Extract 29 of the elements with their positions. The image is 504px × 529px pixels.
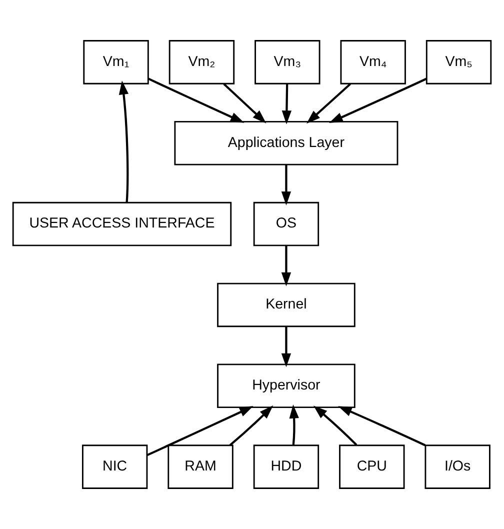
node-box: OS: [253, 202, 320, 246]
arrow: [229, 405, 274, 446]
node-box: I/Os: [424, 444, 490, 489]
arrow: [282, 84, 292, 124]
node-box: RAM: [168, 444, 234, 489]
node-box: USER ACCESS INTERFACE: [12, 202, 232, 246]
arrow: [146, 406, 254, 456]
arrow: [328, 78, 427, 123]
node-box: Vm₃: [254, 40, 320, 84]
node-box: Kernel: [217, 282, 356, 328]
node-box: Vm₄: [340, 40, 406, 84]
arrow: [148, 78, 244, 123]
node-box: Applications Layer: [174, 120, 398, 166]
node-box: Vm₂: [168, 40, 235, 84]
node-box: HDD: [253, 444, 320, 489]
arrow: [118, 80, 129, 202]
arrow: [223, 83, 266, 124]
arrow: [281, 246, 292, 286]
arrow: [281, 164, 292, 206]
arrow: [313, 406, 358, 446]
arrow: [338, 406, 426, 446]
arrow: [289, 404, 299, 445]
node-box: Hypervisor: [217, 364, 356, 408]
arrow: [306, 83, 351, 124]
arrow: [281, 326, 292, 368]
node-box: Vm₅: [426, 40, 492, 84]
node-box: Vm₁: [83, 40, 149, 84]
node-box: NIC: [82, 444, 148, 489]
node-box: CPU: [339, 444, 405, 489]
